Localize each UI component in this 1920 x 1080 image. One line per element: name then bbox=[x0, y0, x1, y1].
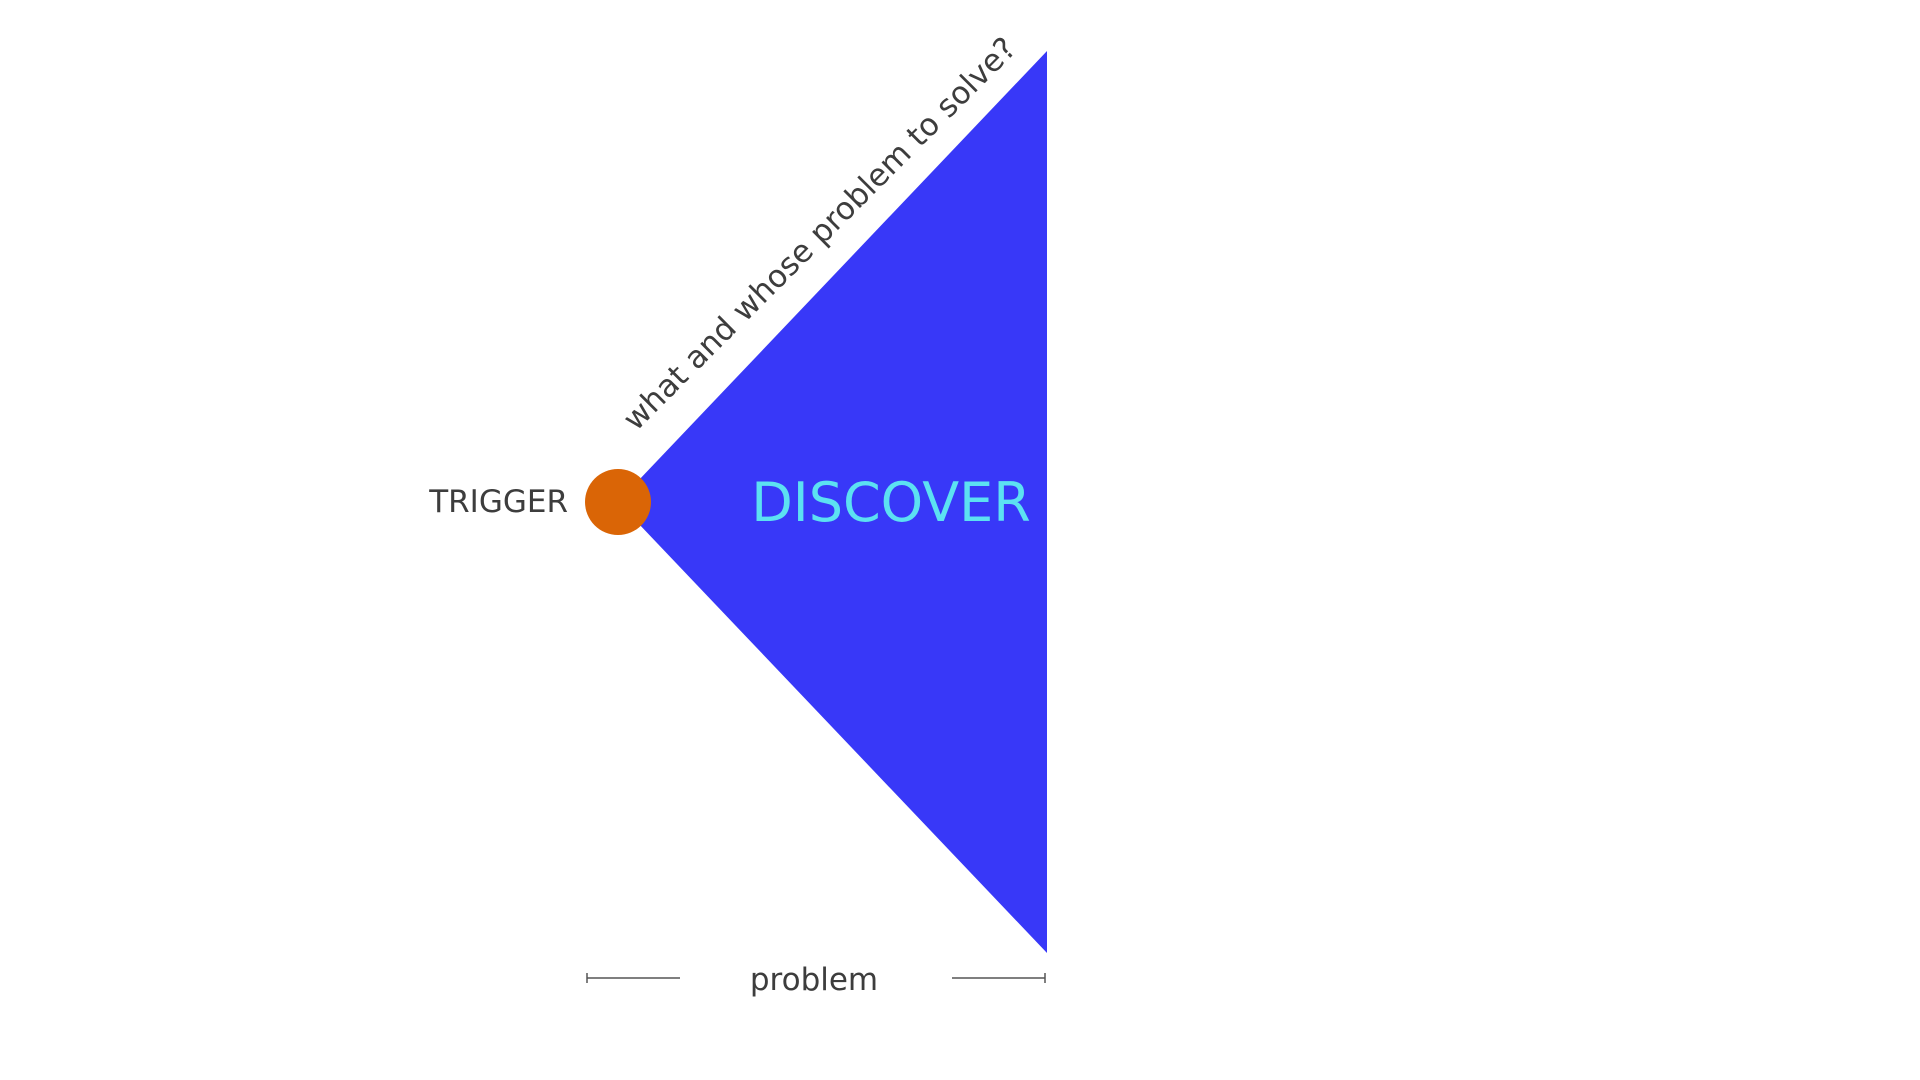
discover-triangle bbox=[618, 51, 1047, 953]
problem-span-bracket: problem bbox=[586, 962, 1046, 998]
phase-label: DISCOVER bbox=[751, 471, 1031, 534]
trigger-label: TRIGGER bbox=[428, 484, 568, 520]
span-label: problem bbox=[750, 962, 878, 998]
trigger-dot bbox=[585, 469, 651, 535]
